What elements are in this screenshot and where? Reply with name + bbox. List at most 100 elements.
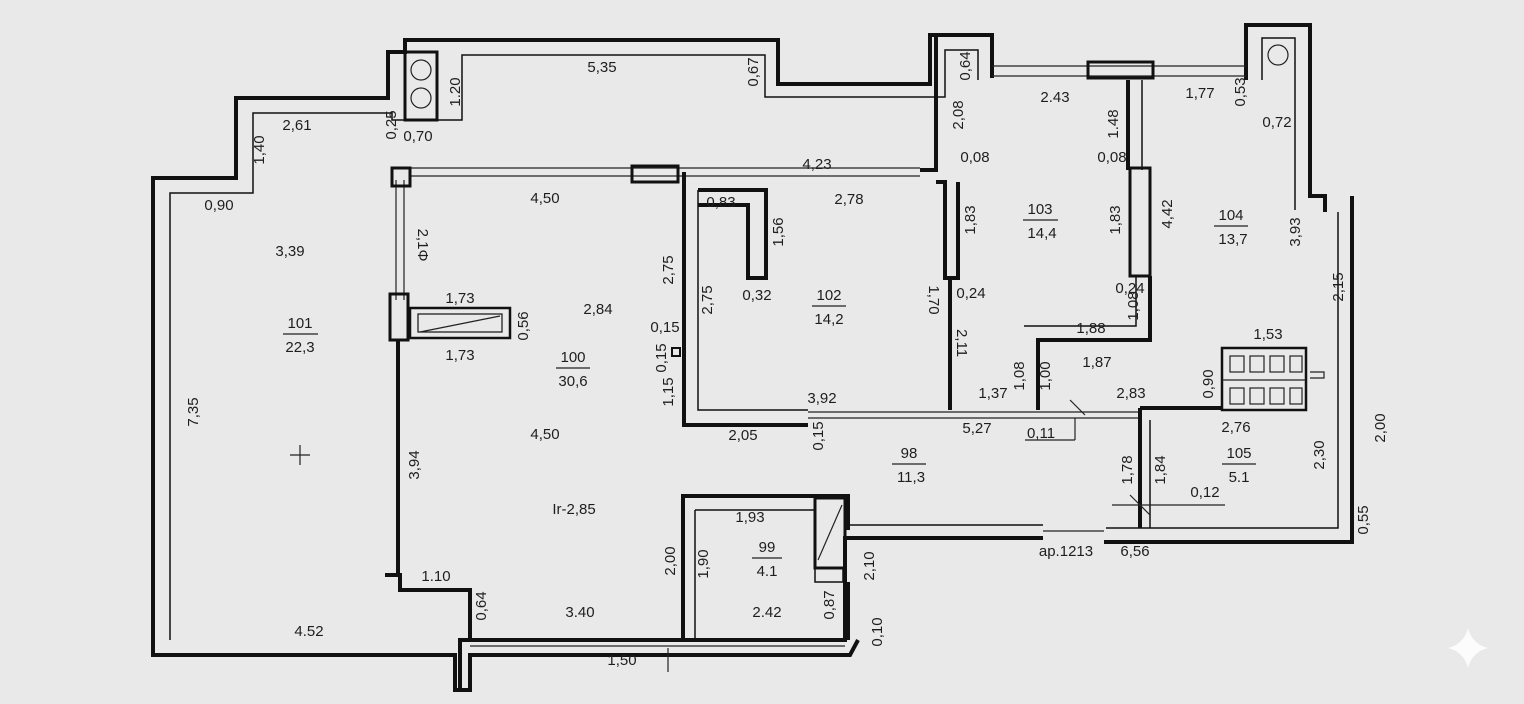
apartment-label: ар.1213 [1039, 543, 1093, 560]
dim-label: 4,50 [530, 190, 559, 207]
sparkle-icon [1448, 628, 1488, 668]
dim-label: 0,64 [473, 591, 490, 620]
dim-label: 2,78 [834, 191, 863, 208]
dim-label: 1,84 [1152, 455, 1169, 484]
dim-label: 1.48 [1105, 109, 1122, 138]
dim-label: 0,53 [1232, 77, 1249, 106]
room-100-label: 100 30,6 [556, 349, 590, 390]
room-number: 100 [560, 349, 585, 366]
dim-label: 1,50 [607, 652, 636, 669]
dim-label: 1,77 [1185, 85, 1214, 102]
dim-label: 2,00 [662, 546, 679, 575]
dim-label: 2,76 [1221, 419, 1250, 436]
dim-label: 1,87 [1082, 354, 1111, 371]
dim-label: 2,05 [728, 427, 757, 444]
vent-shafts [403, 44, 1289, 122]
dim-label: 1.10 [421, 568, 450, 585]
dim-label: 2,10 [861, 551, 878, 580]
dim-label: 1,15 [660, 377, 677, 406]
room-area: 13,7 [1218, 231, 1247, 248]
dim-label: 4,42 [1159, 199, 1176, 228]
dim-label: 1.20 [447, 77, 464, 106]
room-area: 22,3 [285, 339, 314, 356]
dim-label: 2,00 [1372, 413, 1389, 442]
room-105-label: 105 5.1 [1222, 445, 1256, 486]
dim-label: 6,56 [1120, 543, 1149, 560]
dim-label: 3.40 [565, 604, 594, 621]
dim-label: 1,88 [1076, 320, 1105, 337]
room-number: 105 [1226, 445, 1251, 462]
utility-units [1220, 346, 1308, 412]
room-104-label: 104 13,7 [1214, 207, 1248, 248]
room-area: 14,4 [1027, 225, 1056, 242]
dim-label: 3,92 [807, 390, 836, 407]
room-number: 101 [287, 315, 312, 332]
dim-label: 0,25 [383, 110, 400, 139]
room-number: 103 [1027, 201, 1052, 218]
dim-label: 3,94 [406, 450, 423, 479]
dim-label: 0,15 [810, 421, 827, 450]
dim-label: 0,55 [1355, 505, 1372, 534]
room-area: 5.1 [1229, 469, 1250, 486]
dim-label: 0,56 [515, 311, 532, 340]
room-number: 104 [1218, 207, 1243, 224]
room-103-label: 103 14,4 [1023, 201, 1058, 242]
dimension-marks [290, 399, 1225, 672]
dim-label: 0,83 [706, 194, 735, 211]
room-area: 14,2 [814, 311, 843, 328]
dim-label: 0,12 [1190, 484, 1219, 501]
dimension-labels: 5,35 0,70 2,61 0,90 3,39 4.52 4,50 1,73 … [185, 51, 1389, 669]
dim-label: 0,24 [1115, 280, 1144, 297]
dim-label: 1,70 [925, 285, 942, 314]
dim-label: 1,53 [1253, 326, 1282, 343]
dim-label: 1,73 [445, 347, 474, 364]
dim-label: 2.42 [752, 604, 781, 621]
dim-label: 2,75 [699, 285, 716, 314]
room-area: 11,3 [897, 469, 925, 486]
dim-label: 1,78 [1119, 455, 1136, 484]
room-101-label: 101 22,3 [283, 315, 318, 356]
room-102-label: 102 14,2 [812, 287, 846, 328]
dim-label: 3,93 [1287, 217, 1304, 246]
dim-label: 2,84 [583, 301, 612, 318]
dim-label: 0,72 [1262, 114, 1291, 131]
dim-label: 4.52 [294, 623, 323, 640]
room-number: 102 [816, 287, 841, 304]
dim-label: 5,35 [587, 59, 616, 76]
dim-label: 2,08 [950, 100, 967, 129]
dim-label: 1,40 [251, 135, 268, 164]
dim-label: 0,32 [742, 287, 771, 304]
dim-label: 0,64 [957, 51, 974, 80]
dim-label: 1,08 [1011, 361, 1028, 390]
dim-label: 0,90 [204, 197, 233, 214]
dim-label: 2,1Φ [414, 229, 431, 262]
dim-label: 2,61 [282, 117, 311, 134]
dim-label: 0,15 [653, 343, 670, 372]
dim-label: 0,24 [956, 285, 985, 302]
dim-label: 1,83 [1107, 205, 1124, 234]
dim-label: 1,08 [1125, 291, 1142, 320]
dim-label: 0,08 [1097, 149, 1126, 166]
dim-label: 2,75 [660, 255, 677, 284]
dim-label: 0,10 [869, 617, 886, 646]
dim-label: 5,27 [962, 420, 991, 437]
dim-label: 1,83 [962, 205, 979, 234]
room-98-label: 98 11,3 [892, 445, 926, 486]
dim-label: 3,39 [275, 243, 304, 260]
dim-label: 0,90 [1200, 369, 1217, 398]
dim-label: 2,15 [1330, 272, 1347, 301]
windows [395, 60, 1246, 532]
dim-label: 7,35 [185, 397, 202, 426]
dim-label: 2.43 [1040, 89, 1069, 106]
room-number: 98 [901, 445, 918, 462]
dim-label: 0,15 [650, 319, 679, 336]
dim-label: 0,08 [960, 149, 989, 166]
dim-label: 2,83 [1116, 385, 1145, 402]
dim-label: 4,50 [530, 426, 559, 443]
dim-label: 1,93 [735, 509, 764, 526]
interior-walls [385, 35, 1325, 647]
dim-label: 0,11 [1027, 425, 1055, 442]
room-area: 30,6 [558, 373, 587, 390]
dim-label: 0,70 [403, 128, 432, 145]
